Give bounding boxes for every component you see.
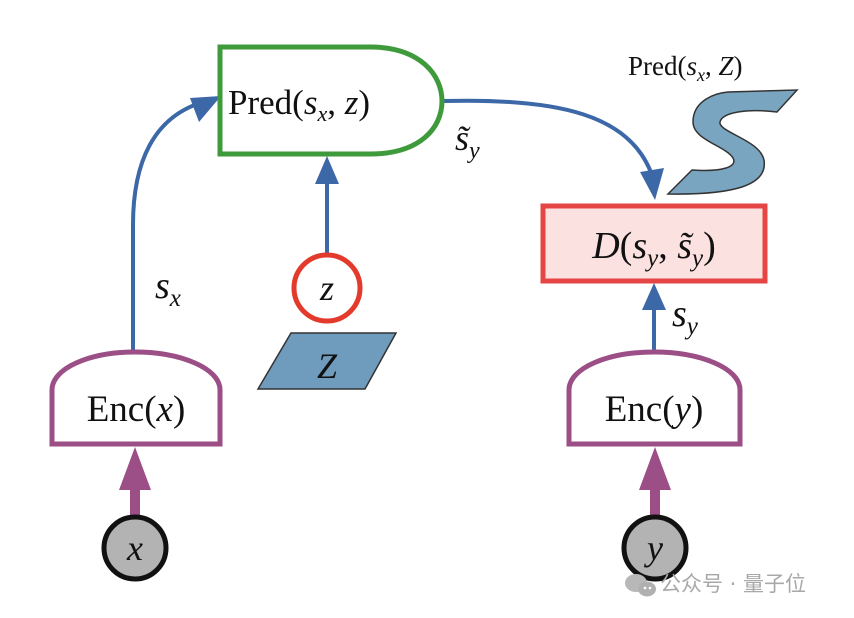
encoder-x-label: Enc(x) xyxy=(87,389,186,430)
distance-label: D(sy, s̃y) xyxy=(591,225,716,272)
wechat-icon xyxy=(625,574,656,597)
latent-z-node xyxy=(291,252,363,324)
prediction-set-shape xyxy=(666,89,799,195)
arrowhead-y-ency xyxy=(639,447,671,490)
arrowhead-pred-distance xyxy=(640,168,664,200)
edge-label-sy-tilde: s̃y xyxy=(455,118,480,164)
watermark: 公众号 · 量子位 xyxy=(625,572,806,597)
input-y-label: y xyxy=(644,528,663,568)
arrowhead-ency-distance xyxy=(642,283,666,310)
watermark-text: 公众号 · 量子位 xyxy=(660,572,806,596)
edge-label-sx: sx xyxy=(155,265,181,312)
pred-node xyxy=(217,44,445,157)
arrowhead-x-encx xyxy=(119,447,151,490)
input-y-node xyxy=(621,514,689,582)
encoder-y-label: Enc(y) xyxy=(605,389,704,430)
edge-encx-to-pred xyxy=(131,101,201,352)
distance-node xyxy=(540,203,768,284)
encoder-x-node xyxy=(49,349,223,447)
encoder-y-node xyxy=(566,349,743,447)
edge-pred-to-distance xyxy=(443,98,654,176)
latent-set-label: Z xyxy=(317,346,338,386)
input-x-label: x xyxy=(126,528,143,568)
arrowhead-encx-pred xyxy=(190,96,221,122)
edge-label-sy: sy xyxy=(672,293,699,340)
latent-z-label: z xyxy=(319,268,334,308)
pred-set-label: Pred(sx, Z) xyxy=(628,51,743,85)
latent-set-node xyxy=(256,332,398,390)
pred-label: Pred(sx, z) xyxy=(228,83,370,126)
arrowhead-z-pred xyxy=(315,156,339,184)
input-x-node xyxy=(101,514,169,582)
